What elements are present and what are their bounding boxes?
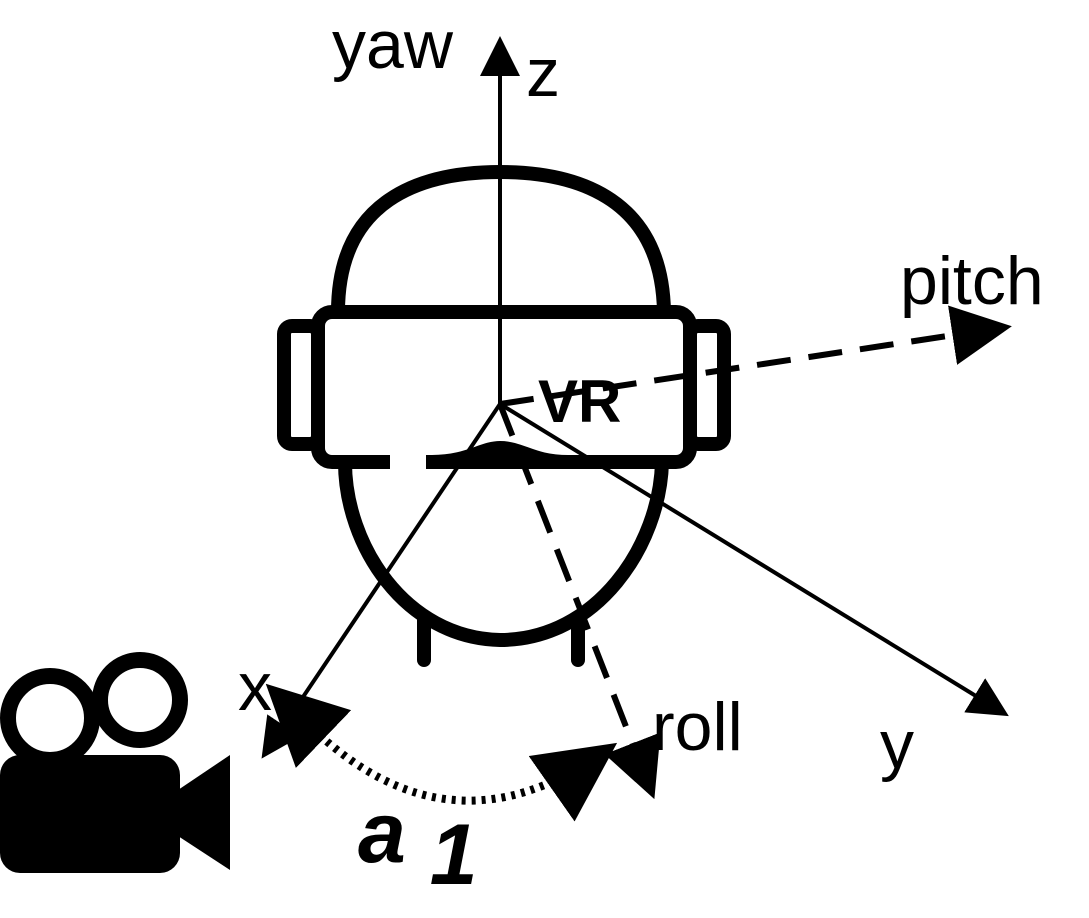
pitch-label: pitch bbox=[900, 243, 1044, 319]
angle-a1-arc bbox=[265, 683, 618, 822]
left-ear-pad bbox=[277, 319, 325, 451]
camera-body bbox=[0, 755, 180, 873]
angle-symbol: a bbox=[358, 785, 406, 881]
headset-gap bbox=[390, 452, 426, 472]
face-outline bbox=[338, 455, 669, 647]
camera-lens bbox=[178, 755, 230, 870]
z-label: z bbox=[526, 35, 560, 111]
axis-lines bbox=[261, 36, 1012, 800]
headset-nose-notch bbox=[425, 441, 575, 469]
angle-subscript: 1 bbox=[430, 807, 478, 903]
headset-body bbox=[311, 305, 697, 469]
vr-label: VR bbox=[538, 368, 621, 435]
camera-reel-right bbox=[92, 652, 188, 748]
pitch-axis bbox=[499, 305, 1012, 407]
y-axis bbox=[498, 402, 1009, 717]
angle-label: a 1 bbox=[358, 785, 478, 903]
y-label: y bbox=[880, 707, 914, 783]
movie-camera-icon bbox=[0, 652, 230, 873]
right-ear-pad bbox=[683, 319, 731, 451]
camera-reel-left bbox=[0, 668, 100, 768]
roll-axis bbox=[497, 402, 661, 800]
yaw-label: yaw bbox=[332, 7, 454, 83]
roll-label: roll bbox=[652, 689, 743, 765]
x-label: x bbox=[238, 649, 272, 725]
